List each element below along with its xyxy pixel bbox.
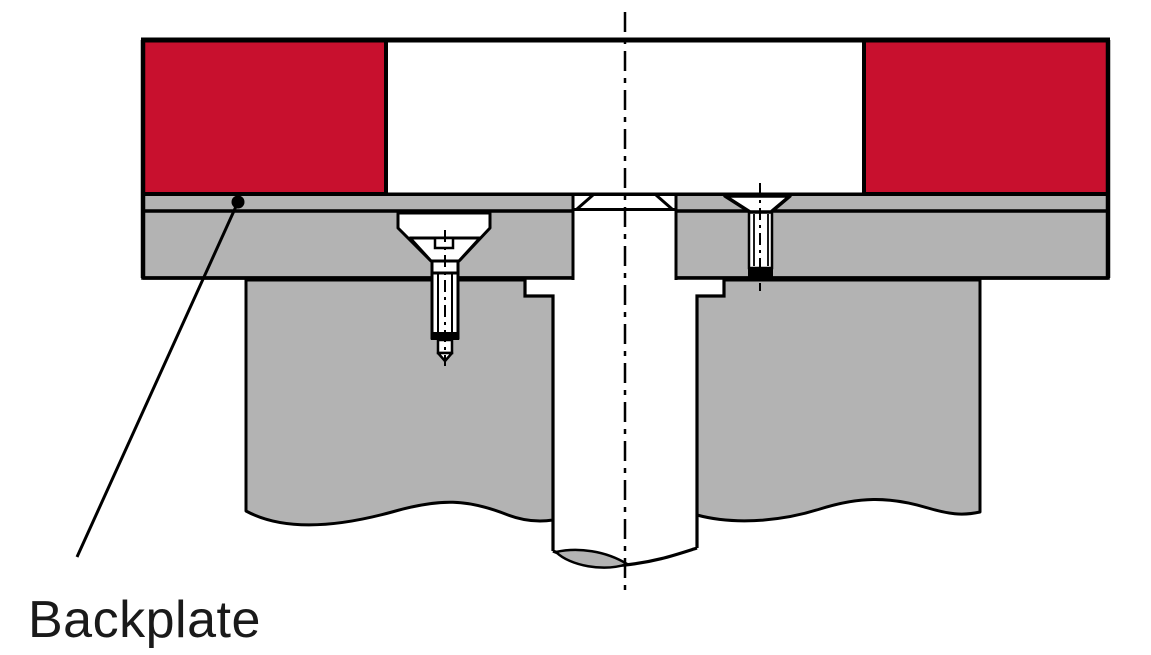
leader-dot [231, 195, 245, 209]
center-boss-body [525, 279, 724, 566]
countersunk-screw-right [723, 183, 792, 291]
callout: Backplate [28, 195, 261, 649]
shaft-break-lens [553, 548, 630, 569]
base-block-right [695, 278, 982, 523]
plate-edge-lines [140, 40, 1111, 280]
outer-side-edges [140, 40, 1111, 278]
screw-right-thread-lines [753, 214, 769, 266]
leader-line [75, 201, 240, 558]
red-block-left [141, 38, 388, 196]
screw-right-end-band [748, 267, 773, 277]
backplate-label: Backplate [28, 591, 261, 649]
countersunk-screw-left [396, 211, 492, 366]
screw-right-head [723, 194, 792, 214]
base-block-left [244, 278, 555, 527]
screw-thread-lines [437, 273, 453, 333]
base-block [244, 278, 982, 527]
red-block-right [862, 38, 1110, 196]
